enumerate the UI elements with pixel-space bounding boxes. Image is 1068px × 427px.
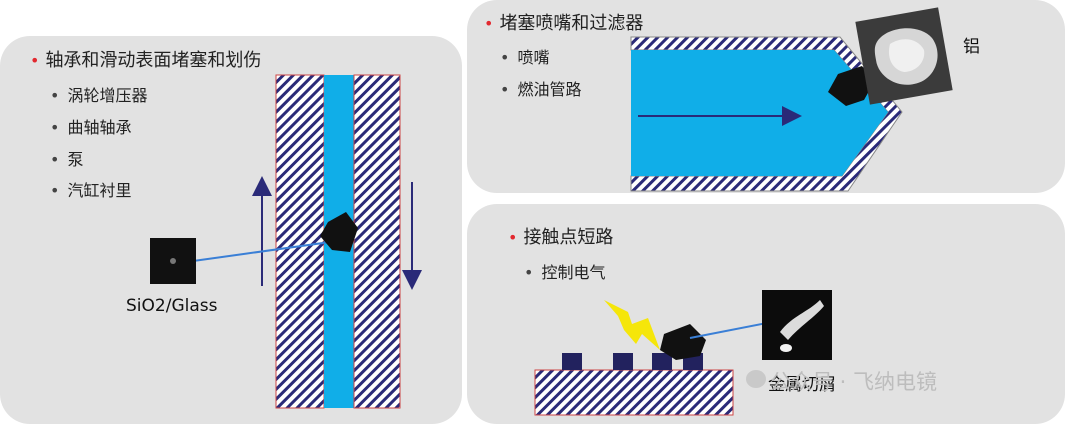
aluminum-micrograph [855, 7, 953, 105]
sio2-label: SiO2/Glass [126, 296, 218, 316]
contact-pad-2 [613, 353, 633, 370]
list-item: •喷嘴 [500, 48, 550, 67]
watermark: 公众号 · 飞纳电镜 [770, 370, 938, 394]
nozzle-assembly [630, 7, 953, 192]
bearing-title: •轴承和滑动表面堵塞和划伤 [30, 50, 262, 71]
glass-particle [320, 212, 358, 252]
pointer-line-chip [689, 321, 773, 339]
list-item: •曲轴轴承 [50, 118, 132, 137]
list-item: •汽缸衬里 [50, 181, 132, 200]
contact-assembly [534, 290, 832, 416]
list-item: •控制电气 [524, 263, 606, 282]
wechat-icon [746, 370, 766, 388]
red-bullet-icon: • [484, 14, 494, 33]
right-bearing-wall [353, 74, 401, 409]
contact-title: •接触点短路 [508, 227, 614, 248]
metal-chip-label: 金属切屑 [768, 375, 836, 395]
metal-chip-micrograph [762, 290, 832, 360]
red-bullet-icon: • [508, 228, 518, 247]
fuel-channel [631, 50, 888, 176]
left-bearing-wall [275, 74, 325, 409]
red-bullet-icon: • [30, 51, 40, 70]
list-item: •泵 [50, 150, 84, 169]
circuit-board [534, 369, 734, 416]
nozzle-title: •堵塞喷嘴和过滤器 [484, 13, 644, 34]
pointer-line-sio2 [185, 241, 331, 263]
contact-pad-1 [562, 353, 582, 370]
aluminum-particle [828, 66, 874, 106]
sio2-micrograph [150, 238, 196, 284]
metal-chip-particle [660, 324, 706, 360]
list-item: •燃油管路 [500, 80, 582, 99]
spark-icon [604, 300, 660, 350]
aluminum-label: 铝 [963, 37, 980, 57]
list-item: •涡轮增压器 [50, 86, 148, 105]
bearing-assembly [150, 74, 422, 409]
contact-pad-3 [652, 353, 672, 370]
